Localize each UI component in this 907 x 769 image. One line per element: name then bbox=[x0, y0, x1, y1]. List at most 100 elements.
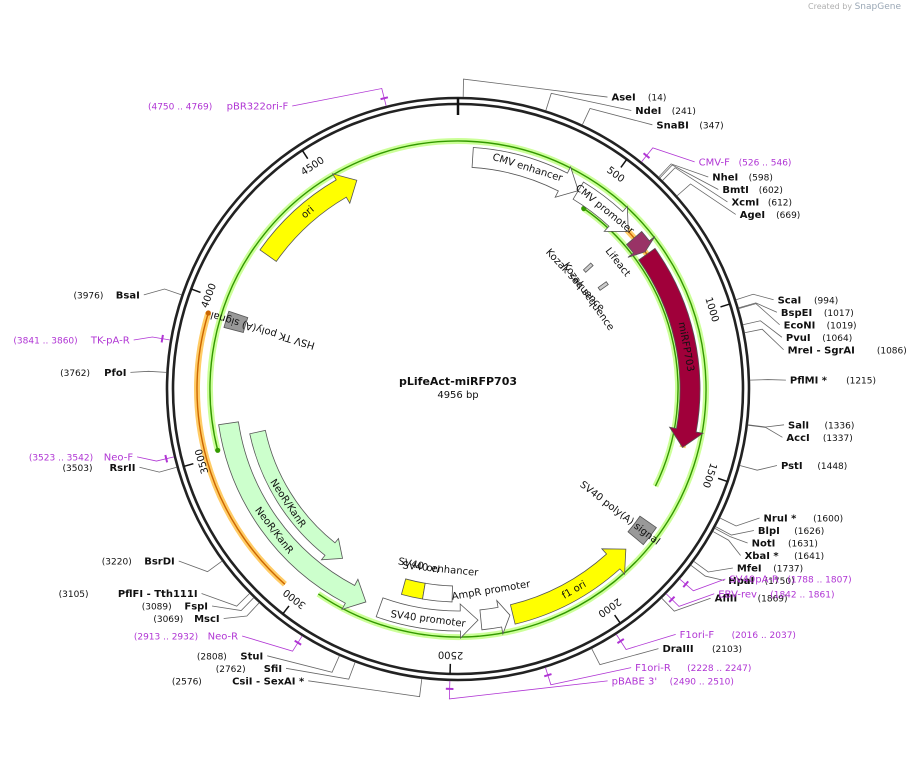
leader-line bbox=[581, 108, 653, 126]
primer-sites: CMV-F(526 .. 546) SV40pA-R (1788 .. 1807) E… bbox=[13, 88, 852, 700]
leader-line bbox=[137, 456, 175, 462]
leader-line bbox=[242, 635, 303, 652]
leader-line bbox=[715, 526, 754, 536]
primer-neo-f: Neo-F (3523 .. 3542) bbox=[29, 452, 175, 463]
feature-shape bbox=[249, 429, 344, 561]
primer-name: EBV-rev bbox=[718, 589, 757, 600]
site-name: PstI bbox=[781, 461, 803, 472]
site-name: HpaI bbox=[728, 576, 754, 587]
site-position: (1641) bbox=[794, 552, 824, 562]
leader-line bbox=[143, 288, 182, 296]
tick-label: 4500 bbox=[299, 155, 326, 178]
site-position: (2576) bbox=[172, 677, 202, 687]
site-draiii: DraIII(2103) bbox=[591, 644, 742, 666]
leader-line bbox=[690, 564, 725, 581]
leader-line bbox=[744, 328, 784, 351]
feature-shape bbox=[625, 230, 656, 258]
tick-mark bbox=[717, 477, 728, 483]
leader-line bbox=[211, 597, 255, 611]
site-position: (2103) bbox=[712, 645, 742, 655]
site-name: BspEI bbox=[781, 308, 812, 319]
primer-range: (2913 .. 2932) bbox=[134, 632, 198, 642]
leader-line bbox=[658, 163, 709, 178]
site-position: (1737) bbox=[773, 565, 803, 575]
site-position: (669) bbox=[776, 211, 800, 221]
site-name: AflII bbox=[715, 594, 738, 605]
site-position: (1600) bbox=[813, 515, 843, 525]
primer-range: (4750 .. 4769) bbox=[148, 102, 212, 112]
site-name: CsiI - SexAI * bbox=[232, 676, 305, 687]
site-econi: EcoNI(1019) bbox=[738, 303, 857, 331]
leader-line bbox=[747, 424, 783, 438]
tick-mark bbox=[620, 158, 628, 168]
primer-f1ori-r: F1ori-R (2228 .. 2247) bbox=[543, 663, 751, 686]
site-hpai: HpaI(1750) bbox=[690, 564, 795, 587]
primer-range: (2490 .. 2510) bbox=[670, 677, 734, 687]
leader-line bbox=[130, 370, 167, 373]
site-position: (1631) bbox=[788, 540, 818, 550]
site-name: XbaI * bbox=[745, 551, 780, 562]
primer-pbr322ori-f: pBR322ori-F(4750 .. 4769) bbox=[148, 88, 389, 112]
primer-range: (526 .. 546) bbox=[739, 158, 792, 168]
primer-pbabe-3-: pBABE 3' (2490 .. 2510) bbox=[445, 676, 734, 700]
leader-line bbox=[719, 517, 760, 527]
tick-label: 2000 bbox=[596, 595, 623, 619]
site-name: MreI - SgrAI bbox=[788, 345, 855, 356]
site-pflfi-tth111i: PflFI - Tth111I(3105) bbox=[59, 589, 250, 607]
site-noti: NotI(1631) bbox=[714, 527, 818, 550]
site-sfii: SfiI(2762) bbox=[216, 662, 356, 680]
site-name: MscI bbox=[194, 614, 220, 625]
tick-mark bbox=[183, 462, 194, 468]
feature-sv40-promoter: SV40 promoter bbox=[375, 597, 479, 639]
orf-arc-line bbox=[209, 140, 707, 638]
site-csii-sexai-: CsiI - SexAI * (2576) bbox=[172, 676, 423, 698]
leader-line bbox=[641, 147, 695, 163]
leader-line bbox=[591, 648, 659, 666]
site-position: (1017) bbox=[824, 309, 854, 319]
orf-arc-line bbox=[196, 312, 286, 585]
plasmid-name: pLifeAct-miRFP703 bbox=[399, 375, 517, 388]
leader-line bbox=[292, 88, 387, 107]
primer-name: pBABE 3' bbox=[612, 676, 658, 687]
orf-arc-line bbox=[583, 207, 679, 487]
site-name: ScaI bbox=[778, 295, 802, 306]
leader-line bbox=[676, 183, 736, 215]
leader-line bbox=[693, 561, 733, 573]
primer-range: (3523 .. 3542) bbox=[29, 453, 93, 463]
primer-cmv-f: CMV-F(526 .. 546) bbox=[641, 147, 792, 168]
site-xbai-: XbaI * (1641) bbox=[712, 531, 824, 562]
feature-shape bbox=[375, 597, 479, 639]
site-position: (1064) bbox=[822, 334, 852, 344]
leader-line bbox=[285, 662, 356, 680]
site-agei: AgeI(669) bbox=[676, 183, 800, 221]
primer-f1ori-f: F1ori-F(2016 .. 2037) bbox=[615, 630, 796, 650]
feature-shape bbox=[572, 181, 629, 232]
site-name: SfiI bbox=[264, 664, 282, 675]
site-name: BsrDI bbox=[144, 557, 175, 568]
site-name: FspI bbox=[184, 602, 208, 613]
site-fspi: FspI(3089) bbox=[142, 597, 255, 613]
site-scai: ScaI(994) bbox=[735, 293, 838, 306]
primer-range: (1788 .. 1807) bbox=[787, 576, 851, 586]
site-pfoi: PfoI(3762) bbox=[60, 368, 167, 379]
tick-label: 500 bbox=[604, 165, 626, 185]
primer-range: (1842 .. 1861) bbox=[770, 590, 834, 600]
leader-line bbox=[308, 678, 423, 698]
tick-mark bbox=[720, 303, 731, 308]
site-name: StuI bbox=[240, 651, 263, 662]
site-position: (14) bbox=[648, 94, 666, 104]
site-psti: PstI(1448) bbox=[739, 461, 847, 472]
primer-name: F1ori-R bbox=[635, 663, 671, 674]
primer-range: (2016 .. 2037) bbox=[732, 631, 796, 641]
plasmid-size: 4956 bp bbox=[437, 390, 478, 401]
site-position: (598) bbox=[749, 173, 773, 183]
primer-sv40pa-r: SV40pA-R (1788 .. 1807) bbox=[679, 575, 852, 592]
site-name: MfeI bbox=[737, 564, 762, 575]
feature-shape bbox=[223, 310, 249, 333]
site-name: AccI bbox=[786, 433, 809, 444]
primer-name: SV40pA-R bbox=[729, 575, 778, 586]
leader-line bbox=[659, 164, 719, 190]
tick-label: 2500 bbox=[438, 649, 464, 661]
primer-name: Neo-F bbox=[104, 452, 134, 463]
primer-range: (2228 .. 2247) bbox=[687, 664, 751, 674]
